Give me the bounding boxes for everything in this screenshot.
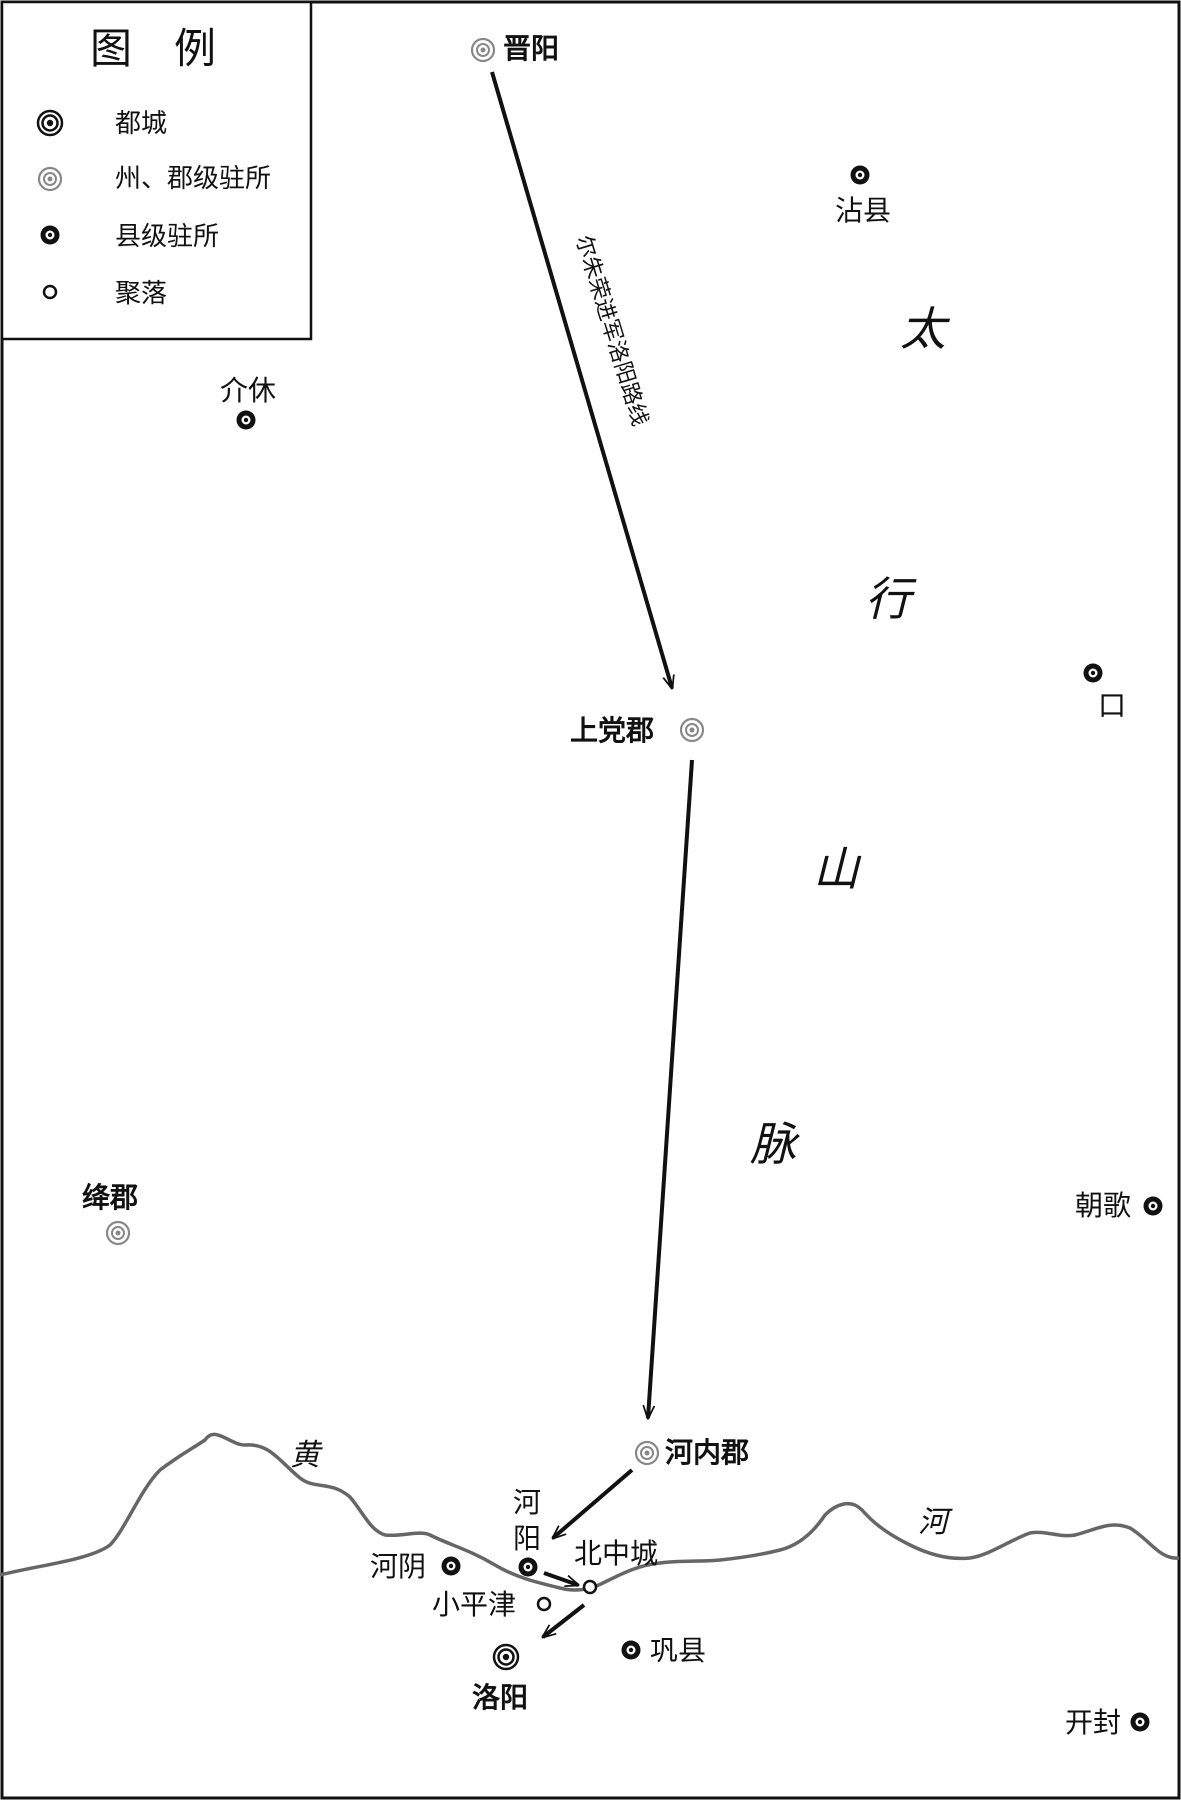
- place-label: 河阴: [370, 1550, 426, 1583]
- place-label: 开封: [1065, 1706, 1121, 1739]
- place-label: 上党郡: [570, 714, 654, 747]
- place-label: 口: [1098, 689, 1126, 722]
- county-icon: [1083, 663, 1103, 683]
- legend-title: 图 例: [90, 24, 216, 73]
- prefecture-icon: [679, 717, 705, 743]
- place-heyin: 河阴: [370, 1550, 461, 1583]
- route-label: 尔朱荣进军洛阳路线: [570, 232, 652, 429]
- legend-label-prefecture: 州、郡级驻所: [115, 164, 271, 194]
- capital-icon: [36, 109, 64, 137]
- place-zhaoge: 朝歌: [1075, 1189, 1163, 1222]
- place-henei: 河内郡: [634, 1436, 749, 1469]
- county-icon: [40, 225, 60, 245]
- place-heyang: 河 阳: [513, 1486, 541, 1577]
- route-segment-henei-heyang: [553, 1468, 634, 1538]
- capital-icon: [492, 1643, 520, 1671]
- mountain-char-3: 山: [813, 842, 862, 896]
- legend: 图 例 都城 州、郡级驻所 县级驻所 聚落: [0, 0, 313, 341]
- place-jiangjun: 绛郡: [82, 1181, 138, 1246]
- place-jiexiu: 介休: [220, 374, 276, 430]
- settlement-icon: [582, 1579, 598, 1595]
- route-segment-heyang-beizhong: [543, 1571, 578, 1585]
- place-label: 绛郡: [82, 1181, 138, 1214]
- county-icon: [518, 1557, 538, 1577]
- legend-label-county: 县级驻所: [115, 222, 219, 252]
- march-route: 尔朱荣进军洛阳路线: [490, 71, 694, 1637]
- legend-label-settlement: 聚落: [115, 279, 167, 309]
- county-icon: [1130, 1712, 1150, 1732]
- route-segment-beizhong-luoyang: [543, 1603, 586, 1637]
- settlement-icon: [42, 284, 58, 300]
- place-zhanxian: 沾县: [835, 165, 891, 227]
- place-jinyang: 晋阳: [470, 32, 559, 65]
- county-icon: [236, 410, 256, 430]
- place-beizhongcheng: 北中城: [574, 1537, 658, 1595]
- prefecture-icon: [105, 1220, 131, 1246]
- prefecture-icon: [470, 37, 496, 63]
- place-label: 北中城: [574, 1537, 658, 1570]
- mountain-char-2: 行: [865, 572, 917, 626]
- place-shangdang: 上党郡: [570, 714, 705, 747]
- prefecture-icon: [634, 1440, 660, 1466]
- place-label: 小平津: [432, 1588, 516, 1621]
- place-xiaopingjin: 小平津: [432, 1588, 552, 1621]
- place-label: 朝歌: [1075, 1189, 1131, 1222]
- legend-label-capital: 都城: [115, 109, 167, 139]
- place-kou: 口: [1083, 663, 1126, 722]
- route-segment-jinyang-shangdang: [490, 71, 672, 688]
- prefecture-icon: [37, 166, 63, 192]
- county-icon: [441, 1556, 461, 1576]
- place-label: 介休: [220, 374, 276, 407]
- settlement-icon: [536, 1596, 552, 1612]
- place-label-line-2: 阳: [513, 1522, 541, 1555]
- place-label: 巩县: [650, 1634, 706, 1667]
- place-luoyang: 洛阳: [472, 1643, 528, 1714]
- county-icon: [1143, 1196, 1163, 1216]
- place-label: 河内郡: [665, 1436, 749, 1469]
- place-label: 晋阳: [503, 32, 559, 65]
- route-segment-shangdang-henei: [648, 759, 694, 1418]
- place-gongxian: 巩县: [621, 1634, 706, 1667]
- place-label-line-1: 河: [513, 1486, 541, 1519]
- mountain-char-1: 太: [900, 302, 951, 356]
- county-icon: [850, 165, 870, 185]
- river-label-huang: 黄: [290, 1438, 323, 1473]
- taihang-mountains: 太 行 山 脉: [750, 302, 951, 1171]
- place-kaifeng: 开封: [1065, 1706, 1150, 1739]
- place-label: 沾县: [835, 194, 891, 227]
- county-icon: [621, 1640, 641, 1660]
- place-label: 洛阳: [472, 1681, 528, 1714]
- mountain-char-4: 脉: [750, 1117, 800, 1171]
- river-label-he: 河: [918, 1505, 953, 1540]
